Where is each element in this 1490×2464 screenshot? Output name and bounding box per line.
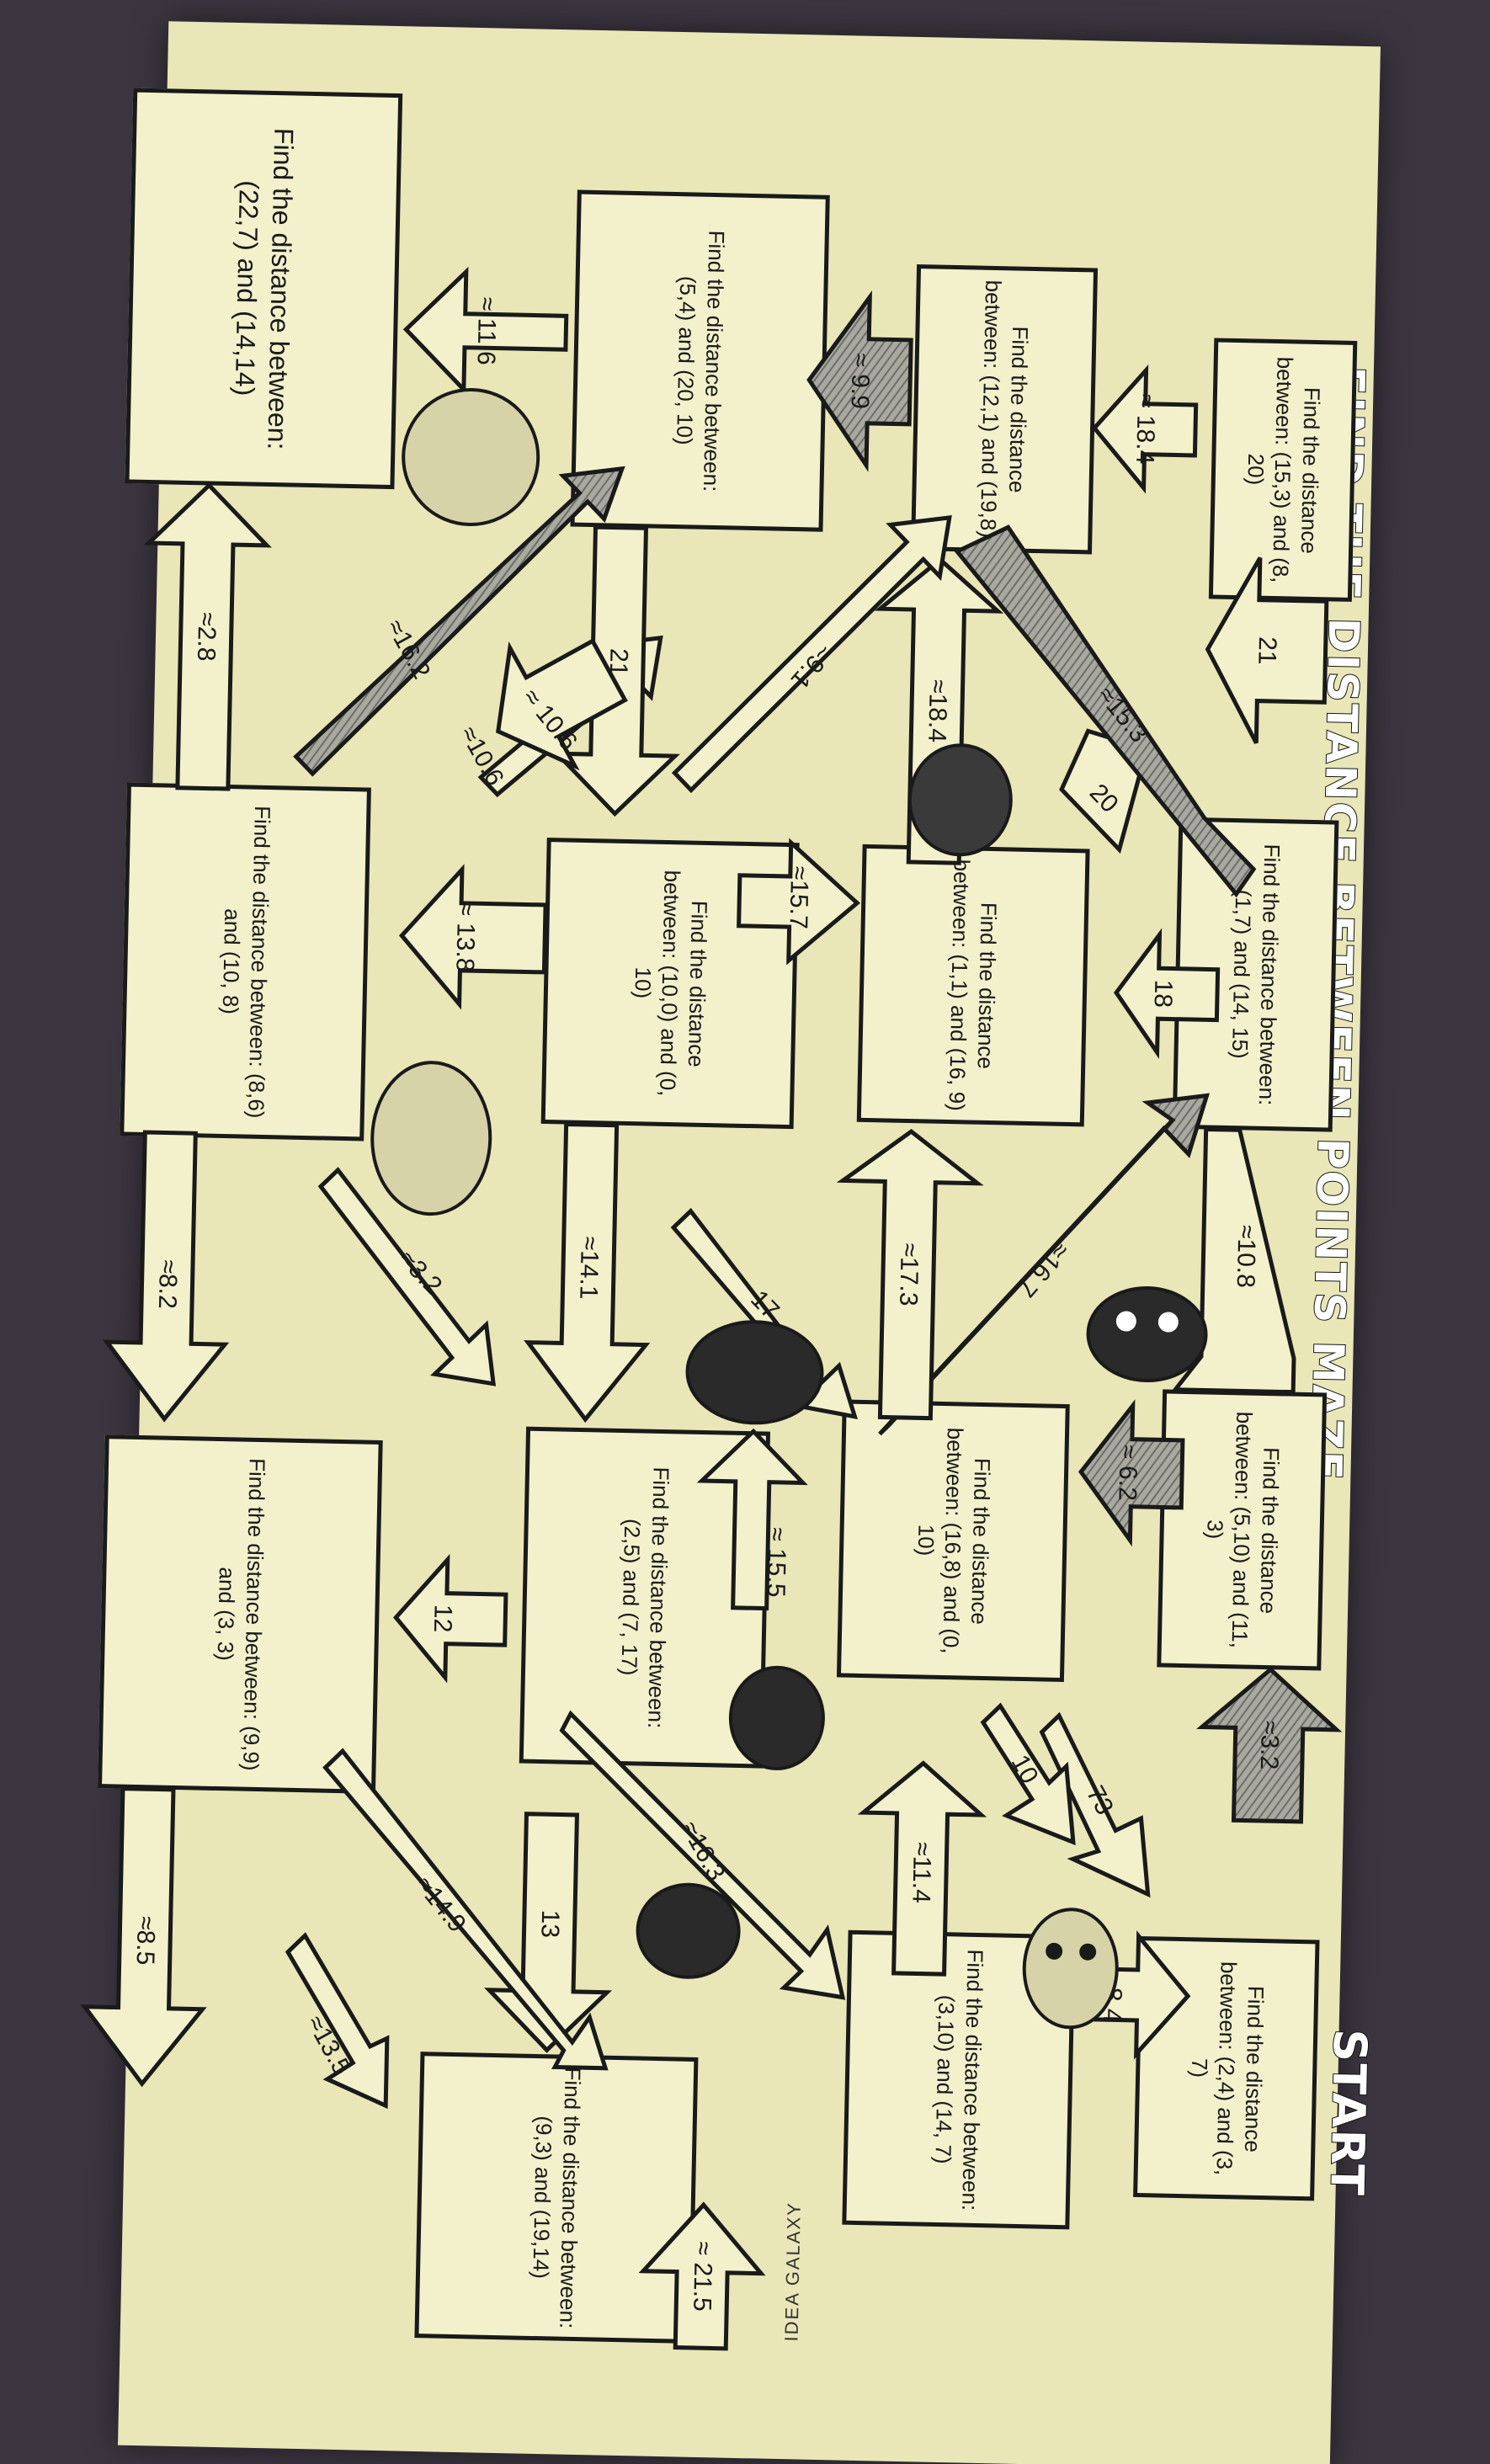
arrow-label: ≈11.4 [907,1841,936,1904]
cartoon-character-icon [1022,1908,1119,2030]
arrow-shape [317,1167,497,1386]
cartoon-character-icon [402,387,540,526]
arrow-shape [737,838,860,966]
cartoon-character-icon [370,1061,492,1216]
arrow-label: ≈ 21.5 [688,2241,717,2312]
arrow-label: ≈14.1 [574,1236,604,1300]
arrow-shape [559,1710,846,2000]
arrow-label: ≈17.3 [894,1243,923,1307]
arrow-shape [1113,928,1221,1060]
arrow-label: ≈ 15.5 [761,1526,791,1598]
arrow-label: 18 [1148,979,1178,1008]
arrow-label: 12 [428,1604,457,1633]
arrow-shape [638,2201,766,2351]
arrow-shape [670,1207,859,1420]
arrow-shape [1205,556,1329,744]
arrow-shape [878,1093,1211,1436]
arrow-shape [874,556,1004,865]
arrow-label: ≈ 18.4 [1131,393,1160,465]
cartoon-character-icon [636,1882,741,1979]
arrow-shape [1039,1711,1151,1898]
arrow-shape [285,1932,390,2110]
arrow-shape [836,1128,984,1421]
arrow-shape [1091,365,1199,494]
arrow-label: 13 [535,1909,565,1939]
arrow-shape [393,1553,508,1684]
arrow-label: ≈3.2 [1254,1720,1284,1770]
arrow-shape [980,1702,1076,1846]
arrow-shape [551,524,680,817]
arrow-shape [402,266,569,395]
arrow-shape [143,482,272,791]
arrow-label: ≈ 6.2 [1113,1444,1142,1502]
arrow-shape [293,466,625,777]
cartoon-character-icon [1086,1286,1208,1383]
arrow-label: 21 [1253,636,1281,665]
arrow-label: ≈15.7 [784,865,814,930]
arrow-shape [103,1130,230,1423]
arrow-shape [696,1428,808,1611]
arrow-shape [671,515,952,794]
cartoon-character-icon [907,743,1013,857]
arrow-shape [806,290,913,472]
arrow-shape [1196,1666,1343,1824]
arrow-label: ≈ 13.8 [450,902,481,972]
arrow-label: ≈10.8 [1231,1224,1261,1289]
arrow-label: ≈2.8 [192,612,221,662]
cartoon-character-icon [728,1665,825,1770]
arrow-label: ≈8.5 [130,1915,160,1966]
arrow-label: ≈8.2 [152,1259,183,1310]
arrow-shape [954,524,1257,898]
arrow-shape [1078,1399,1185,1547]
arrow-label: ≈ 9.9 [845,353,875,410]
arrow-shape [398,864,548,1010]
arrow-label: ≈ 11.6 [471,296,502,366]
arrow-shape [524,1121,651,1424]
arrow-shape [496,638,628,771]
arrow-label: 21 [604,647,633,677]
arrow-shape [80,1786,207,2088]
arrow-shape [857,1760,987,1977]
cartoon-character-icon [685,1320,824,1425]
arrow-shape [322,1748,609,2071]
